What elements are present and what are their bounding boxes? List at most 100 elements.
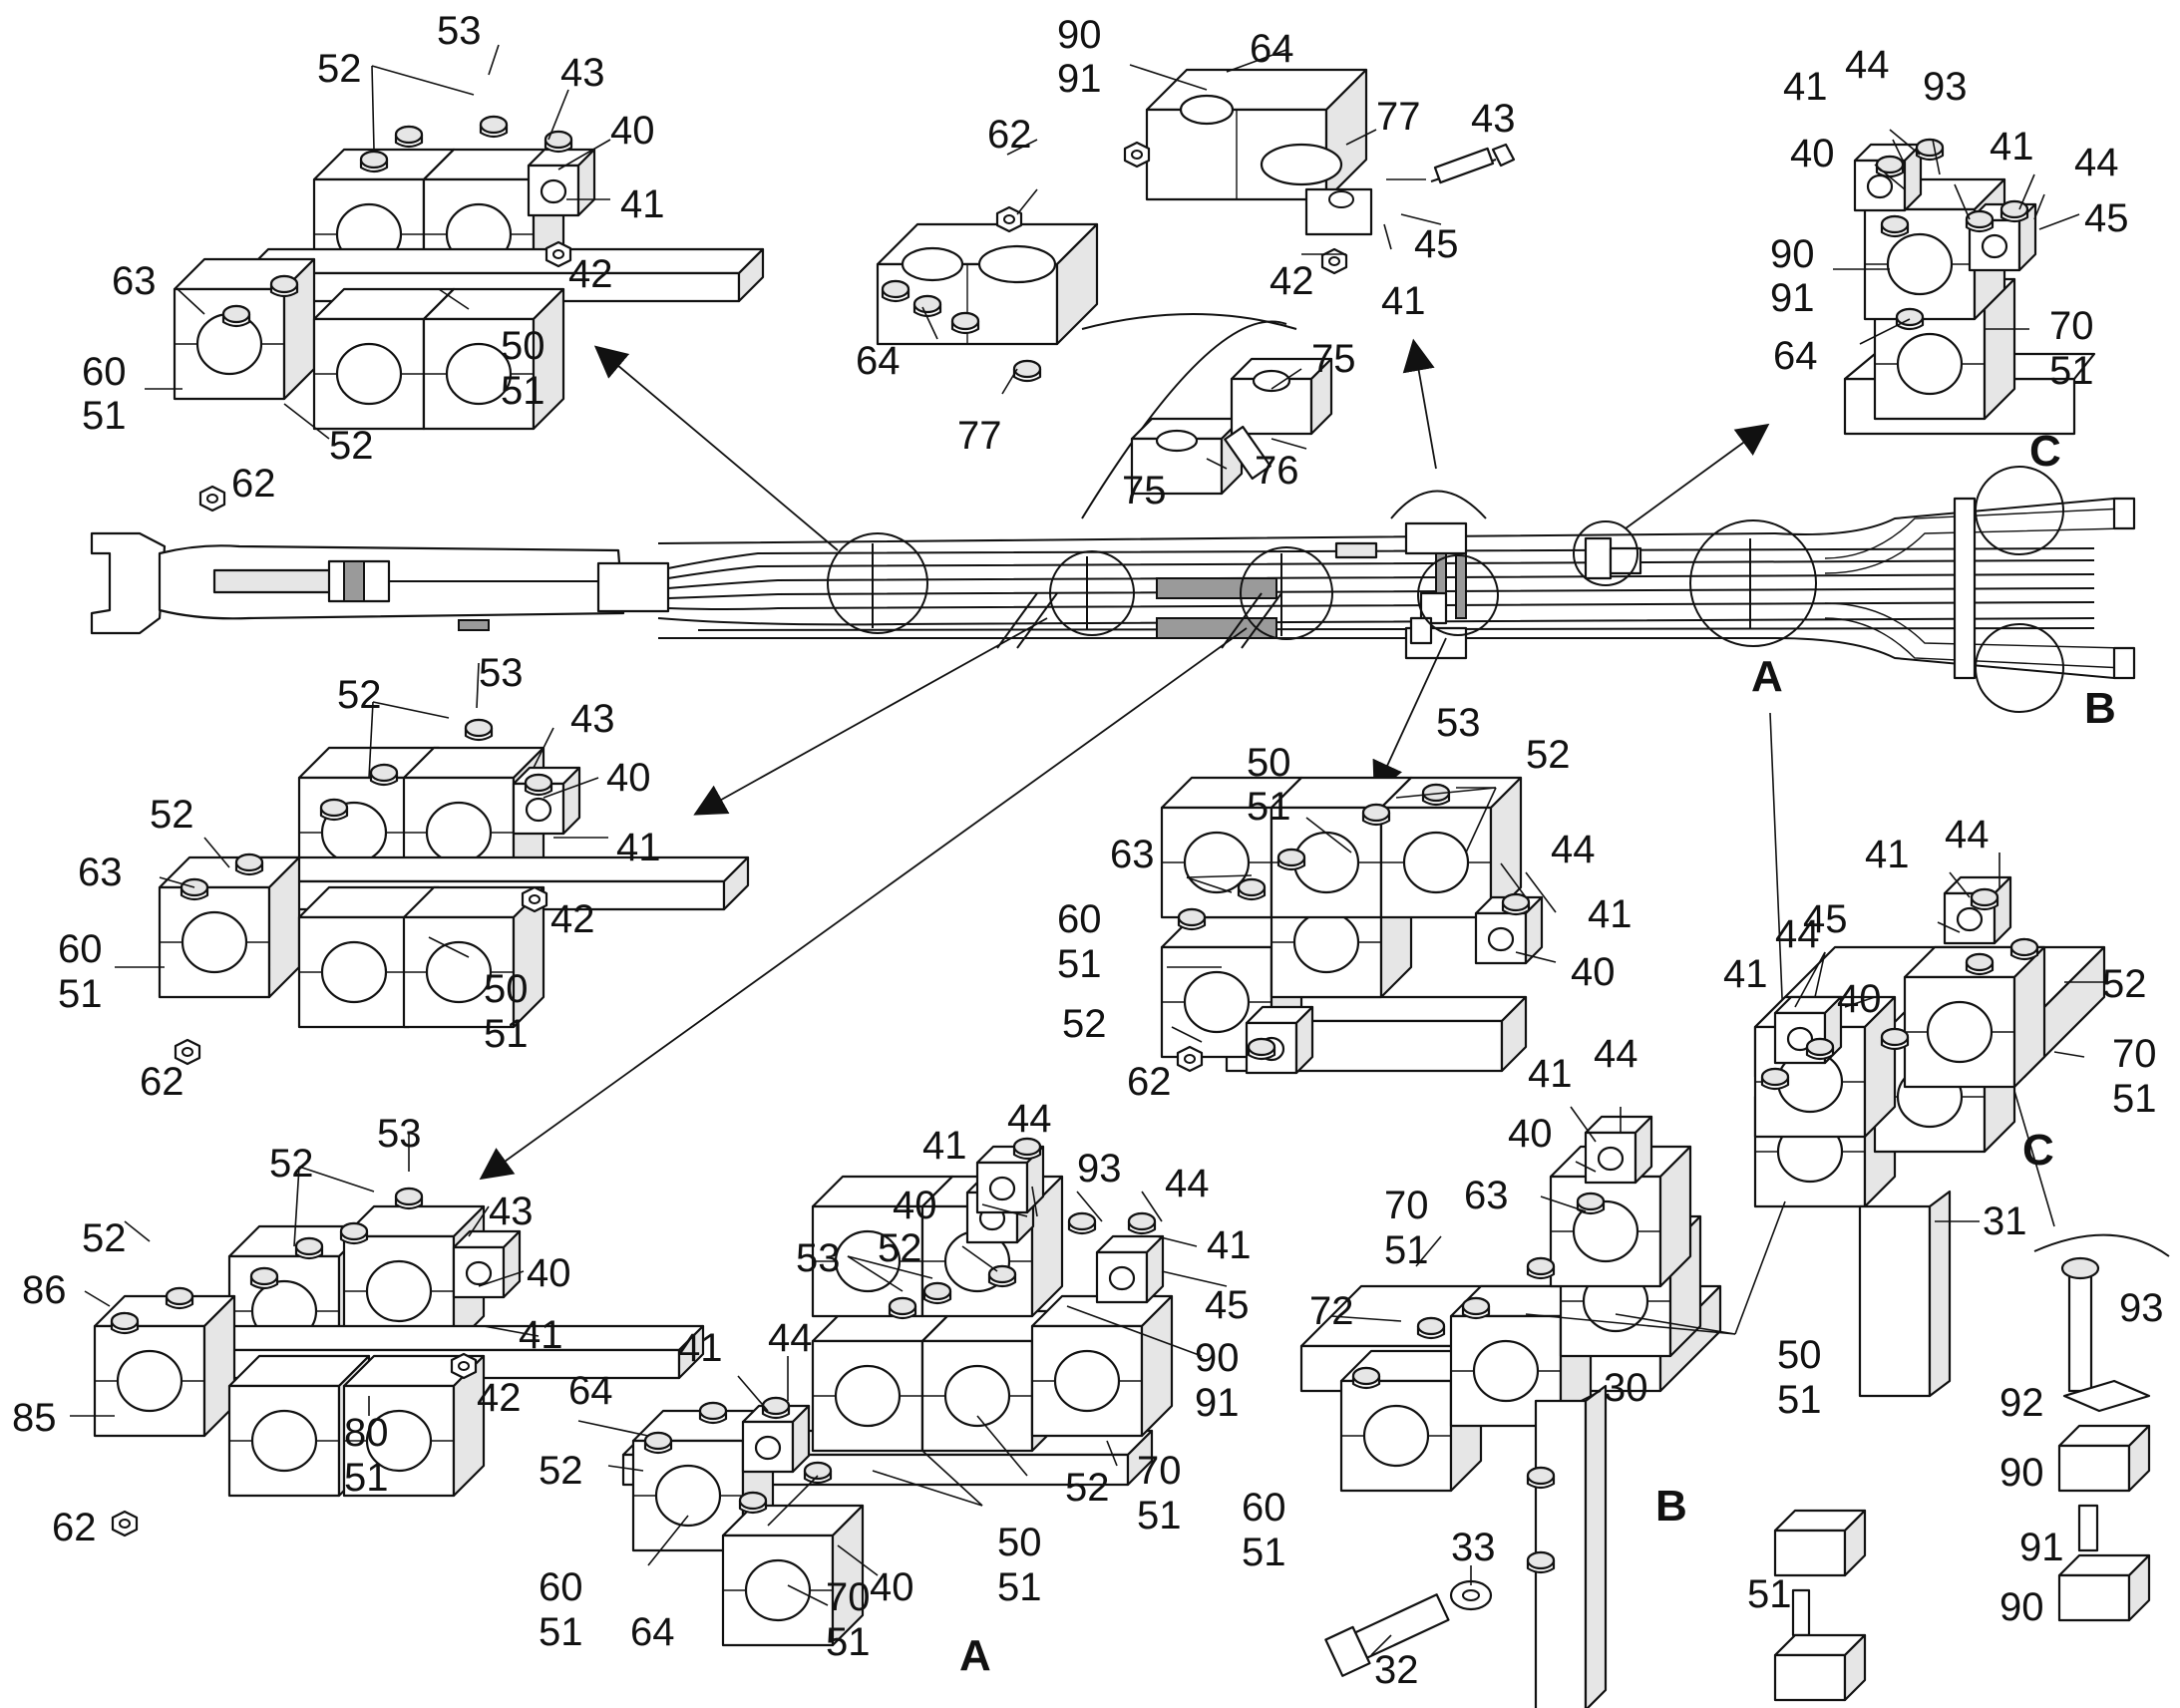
callout-45: 45 [1205,1283,1250,1327]
callout-33: 33 [1451,1526,1496,1569]
callout-41: 41 [1381,279,1426,323]
callout-51: 51 [1247,785,1291,829]
callout-93: 93 [1923,65,1968,109]
callout-52: 52 [878,1226,922,1270]
reference-numerals: 53 52 43 40 41 42 63 60 51 52 62 50 51 9… [12,9,2164,1692]
callout-44: 44 [1775,912,1820,956]
callout-44: 44 [1551,828,1596,871]
callout-45: 45 [1803,897,1848,941]
callout-42: 42 [1270,259,1314,303]
assembly-view-c [1753,875,2106,1398]
callout-53: 53 [377,1112,422,1156]
callout-44: 44 [768,1316,813,1360]
callout-40: 40 [1571,950,1616,994]
assembly-view-b [1299,1115,1722,1708]
callout-50: 50 [484,967,529,1011]
view-label-b-detail: B [1655,1482,1687,1531]
callout-44: 44 [1007,1097,1052,1141]
callout-60: 60 [1242,1486,1286,1530]
callout-90: 90 [1770,232,1815,276]
callout-41: 41 [678,1326,723,1370]
assembly-middle-right [1160,776,1544,1075]
callout-92: 92 [1999,1381,2044,1425]
callout-62: 62 [987,113,1032,157]
callout-51: 51 [58,972,103,1016]
callout-41: 41 [1588,892,1633,936]
boom-assembly [90,497,2136,680]
callout-53: 53 [437,9,482,53]
callout-31: 31 [1983,1199,2027,1243]
callout-52: 52 [1065,1466,1110,1510]
callout-75: 75 [1122,469,1167,512]
callout-44: 44 [1594,1032,1638,1076]
callout-50: 50 [1777,1333,1822,1377]
callout-52: 52 [317,47,362,91]
callout-93: 93 [2119,1286,2164,1330]
callout-64: 64 [568,1369,613,1413]
assembly-top-right [1843,138,2096,436]
assembly-bottom-left [93,1187,705,1537]
callout-62: 62 [52,1506,97,1549]
callout-44: 44 [1165,1162,1210,1205]
callout-77: 77 [957,414,1002,458]
callout-43: 43 [489,1190,534,1233]
callout-53: 53 [796,1236,841,1280]
assembly-top-left [173,115,765,512]
callout-41: 41 [620,182,665,226]
callout-52: 52 [329,424,374,468]
callout-44: 44 [2074,141,2119,184]
callout-62: 62 [140,1060,184,1104]
callout-93: 93 [1077,1147,1122,1191]
callout-42: 42 [477,1376,522,1420]
callout-63: 63 [78,851,123,894]
callout-51: 51 [1057,942,1102,986]
callout-40: 40 [1837,977,1882,1021]
callout-50: 50 [997,1521,1042,1564]
callout-51: 51 [484,1012,529,1056]
callout-64: 64 [630,1610,675,1654]
view-label-b-boom: B [2084,684,2116,733]
callout-41: 41 [922,1124,967,1168]
callout-64: 64 [1773,334,1818,378]
callout-60: 60 [539,1565,583,1609]
callout-51: 51 [501,369,545,413]
assembly-top-middle [876,68,1516,496]
callout-90: 90 [1999,1585,2044,1629]
callout-52: 52 [82,1216,127,1260]
callout-41: 41 [1865,833,1910,876]
detail-circles [827,320,2064,713]
callout-80: 80 [344,1411,389,1455]
callout-30: 30 [1604,1366,1648,1410]
callout-77: 77 [1376,95,1421,139]
view-label-c-boom: C [2029,427,2061,476]
callout-70: 70 [1384,1184,1429,1227]
callout-60: 60 [58,927,103,971]
callout-51: 51 [1777,1378,1822,1422]
callout-41: 41 [519,1313,563,1357]
callout-45: 45 [2084,196,2129,240]
callout-44: 44 [1945,813,1990,856]
callout-51: 51 [344,1456,389,1500]
callout-91: 91 [1057,57,1102,101]
callout-75: 75 [1311,337,1356,381]
callout-40: 40 [1790,132,1835,175]
exploded-parts [1773,1233,2170,1702]
callout-50: 50 [1247,741,1291,785]
callout-45: 45 [1414,222,1459,266]
callout-76: 76 [1255,449,1299,493]
callout-40: 40 [610,109,655,153]
callout-40: 40 [893,1184,937,1227]
callout-41: 41 [1783,65,1828,109]
callout-41: 41 [1528,1052,1573,1096]
callout-51: 51 [2112,1077,2157,1121]
callout-51: 51 [1384,1228,1429,1272]
callout-86: 86 [22,1268,67,1312]
callout-52: 52 [269,1142,314,1186]
callout-50: 50 [501,324,545,368]
view-label-a-detail: A [959,1631,991,1680]
callout-51: 51 [1137,1494,1182,1537]
callout-32: 32 [1374,1648,1419,1692]
callout-51: 51 [1242,1531,1286,1574]
leader-lines [70,44,2109,1656]
